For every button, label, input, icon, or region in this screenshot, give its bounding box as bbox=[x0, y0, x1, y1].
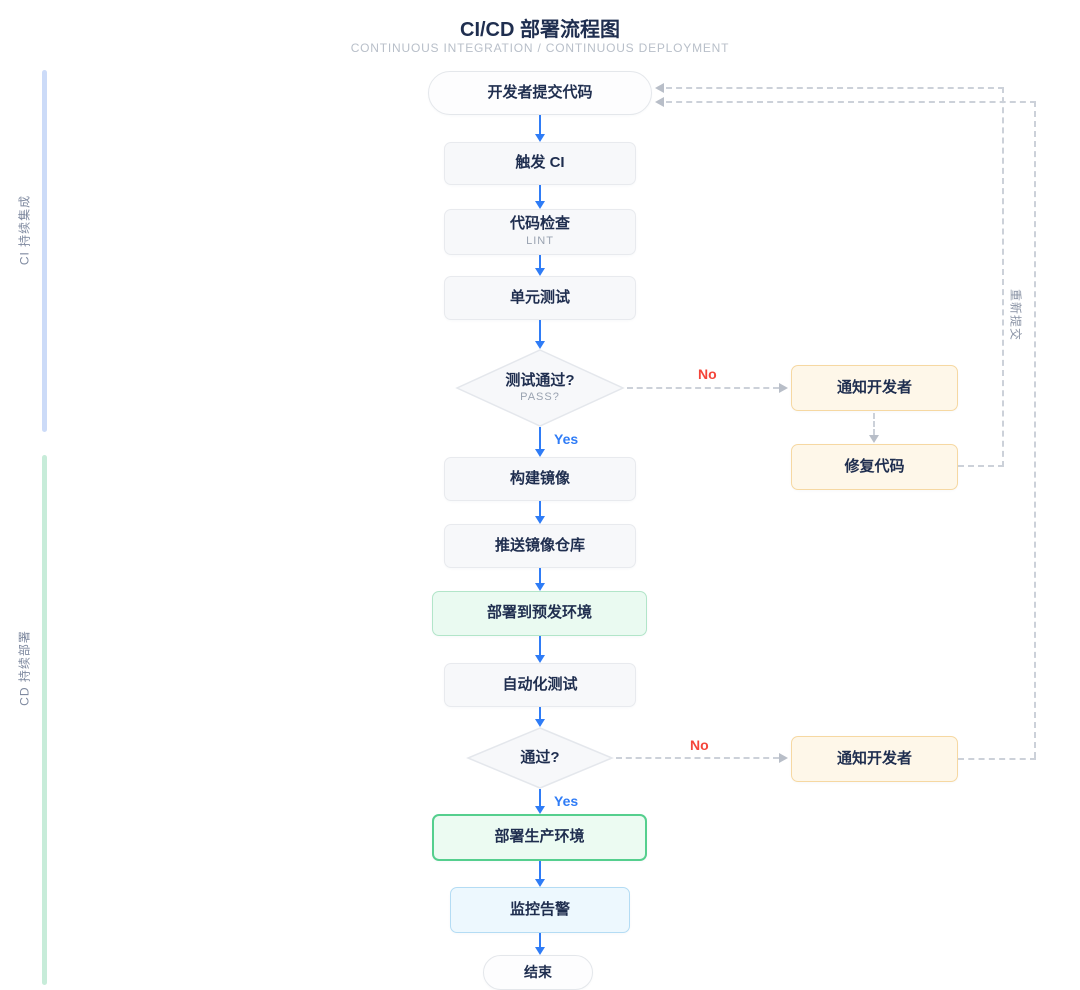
dashed-notify1-to-fix bbox=[873, 413, 875, 435]
node-deploy-staging: 部署到预发环境 bbox=[432, 591, 647, 636]
dashed-fix-up bbox=[1002, 87, 1004, 467]
ci-section-rail bbox=[42, 70, 47, 432]
node-lint-sublabel: LINT bbox=[526, 235, 554, 247]
node-start-label: 开发者提交代码 bbox=[487, 83, 593, 101]
arrow-autotest-to-decision2 bbox=[535, 707, 545, 727]
arrow-staging-to-autotest bbox=[535, 636, 545, 663]
yes-label-2: Yes bbox=[554, 793, 579, 809]
arrow-start-to-trigger bbox=[535, 115, 545, 142]
arrowhead-right-icon bbox=[779, 753, 788, 763]
arrowhead-right-icon bbox=[779, 383, 788, 393]
arrow-trigger-to-lint bbox=[535, 185, 545, 209]
node-test-pass-label: 测试通过? bbox=[505, 371, 575, 389]
resubmit-edge-label: 重新提交 bbox=[1008, 288, 1023, 342]
node-lint: 代码检查 LINT bbox=[444, 209, 636, 255]
arrow-decision1-to-build bbox=[535, 427, 545, 457]
node-pass-label: 通过? bbox=[520, 749, 560, 766]
node-lint-label: 代码检查 bbox=[509, 215, 570, 233]
no-label-1: No bbox=[698, 366, 717, 382]
node-end: 结束 bbox=[483, 955, 593, 990]
node-notify-dev-2: 通知开发者 bbox=[791, 736, 958, 782]
cd-section-rail bbox=[42, 455, 47, 985]
node-push-registry-label: 推送镜像仓库 bbox=[494, 536, 585, 554]
yes-label-1: Yes bbox=[554, 431, 579, 447]
dashed-decision1-to-notify1 bbox=[627, 387, 779, 389]
node-test-pass-decision: 测试通过? PASS? bbox=[455, 349, 625, 427]
diamond-shape bbox=[455, 349, 625, 427]
node-deploy-staging-label: 部署到预发环境 bbox=[486, 604, 592, 622]
arrowhead-down-icon bbox=[869, 435, 879, 443]
node-build-image-label: 构建镜像 bbox=[509, 469, 570, 487]
node-test-pass-sublabel: PASS? bbox=[520, 390, 560, 403]
node-unit-test: 单元测试 bbox=[444, 276, 636, 320]
node-deploy-prod: 部署生产环境 bbox=[432, 814, 647, 861]
dashed-fix-right bbox=[958, 465, 1004, 467]
node-build-image: 构建镜像 bbox=[444, 457, 636, 501]
page-title: CI/CD 部署流程图 bbox=[460, 19, 620, 41]
node-pass-decision: 通过? bbox=[466, 727, 614, 789]
node-notify-dev-2-label: 通知开发者 bbox=[836, 749, 912, 767]
arrow-decision2-to-prod bbox=[535, 789, 545, 814]
dashed-notify2-right bbox=[958, 758, 1036, 760]
arrow-unit-to-decision1 bbox=[535, 320, 545, 349]
node-notify-dev-1: 通知开发者 bbox=[791, 365, 958, 411]
arrowhead-left-icon bbox=[655, 83, 664, 93]
cd-section-label: CD 持续部署 bbox=[17, 630, 32, 706]
arrow-build-to-push bbox=[535, 501, 545, 524]
arrowhead-left-icon bbox=[655, 97, 664, 107]
arrow-lint-to-unit bbox=[535, 255, 545, 276]
dashed-notify2-to-start bbox=[666, 101, 1036, 103]
page-subtitle: CONTINUOUS INTEGRATION / CONTINUOUS DEPL… bbox=[350, 41, 730, 55]
node-auto-test: 自动化测试 bbox=[444, 663, 636, 707]
arrow-monitor-to-end bbox=[535, 933, 545, 955]
node-start: 开发者提交代码 bbox=[428, 71, 652, 115]
node-monitor-label: 监控告警 bbox=[509, 900, 570, 918]
node-trigger-ci: 触发 CI bbox=[444, 142, 636, 185]
node-end-label: 结束 bbox=[524, 963, 552, 980]
dashed-decision2-to-notify2 bbox=[616, 757, 779, 759]
arrow-prod-to-monitor bbox=[535, 861, 545, 887]
node-fix-code-label: 修复代码 bbox=[844, 457, 905, 475]
diamond-shape bbox=[466, 727, 614, 789]
dashed-notify2-up bbox=[1034, 101, 1036, 758]
no-label-2: No bbox=[690, 737, 709, 753]
node-deploy-prod-label: 部署生产环境 bbox=[494, 828, 585, 846]
ci-section-label: CI 持续集成 bbox=[17, 194, 32, 266]
node-notify-dev-1-label: 通知开发者 bbox=[836, 378, 912, 396]
node-unit-test-label: 单元测试 bbox=[509, 288, 570, 306]
node-auto-test-label: 自动化测试 bbox=[502, 675, 578, 693]
node-trigger-ci-label: 触发 CI bbox=[515, 154, 565, 172]
node-push-registry: 推送镜像仓库 bbox=[444, 524, 636, 568]
arrow-push-to-staging bbox=[535, 568, 545, 591]
dashed-fix-to-start bbox=[666, 87, 1004, 89]
node-monitor: 监控告警 bbox=[450, 887, 630, 933]
node-fix-code: 修复代码 bbox=[791, 444, 958, 490]
